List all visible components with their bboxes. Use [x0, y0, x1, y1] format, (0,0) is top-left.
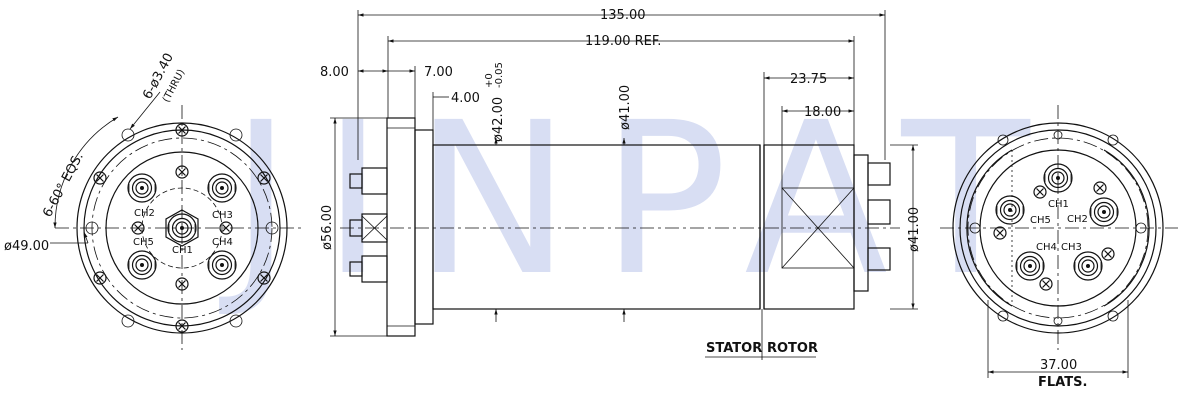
body-diameter-dim: ø42.00: [491, 97, 506, 142]
rotor-diameter-dim: ø41.00: [907, 207, 922, 252]
right-ch2-label: CH2: [1067, 214, 1088, 225]
stator-label: STATOR: [706, 341, 762, 356]
flange-thickness-dim: 8.00: [320, 65, 349, 80]
right-ch4-label: CH4: [1036, 242, 1057, 253]
bolt-circle-dim: ø49.00: [4, 239, 49, 254]
left-ch4-label: CH4: [212, 237, 233, 248]
watermark: JINPAT: [219, 77, 1060, 322]
ref-length-dim: 119.00 REF.: [585, 34, 661, 49]
body-tol-upper: +0: [484, 73, 495, 88]
rotor-label: ROTOR: [767, 341, 818, 356]
flange-diameter-dim: ø56.00: [320, 205, 335, 250]
rotor-length-dim: 23.75: [790, 72, 827, 87]
right-ch5-label: CH5: [1030, 215, 1051, 226]
flats-label: FLATS.: [1038, 375, 1087, 390]
right-end-view: CH1 CH5 CH2 CH4 CH3 37.00 FLATS.: [940, 105, 1178, 390]
right-ch3-label: CH3: [1061, 242, 1082, 253]
rotor-step-dim: 18.00: [804, 105, 841, 120]
left-ch1-label: CH1: [172, 245, 193, 256]
flats-dim: 37.00: [1040, 358, 1077, 373]
body-diameter-2-dim: ø41.00: [618, 85, 633, 130]
right-ch1-label: CH1: [1048, 199, 1069, 210]
body-tol-lower: -0.05: [494, 62, 505, 88]
stator-offset-dim: 7.00: [424, 65, 453, 80]
step-length-dim: 4.00: [451, 91, 480, 106]
left-ch5-label: CH5: [133, 237, 154, 248]
left-ch2-label: CH2: [134, 208, 155, 219]
overall-length-dim: 135.00: [600, 8, 646, 23]
side-view: 135.00 119.00 REF. 8.00 7.00 4.00 ø42.00…: [320, 8, 922, 360]
hole-spacing-dim: 6-60° EQS.: [40, 150, 87, 220]
left-ch3-label: CH3: [212, 210, 233, 221]
